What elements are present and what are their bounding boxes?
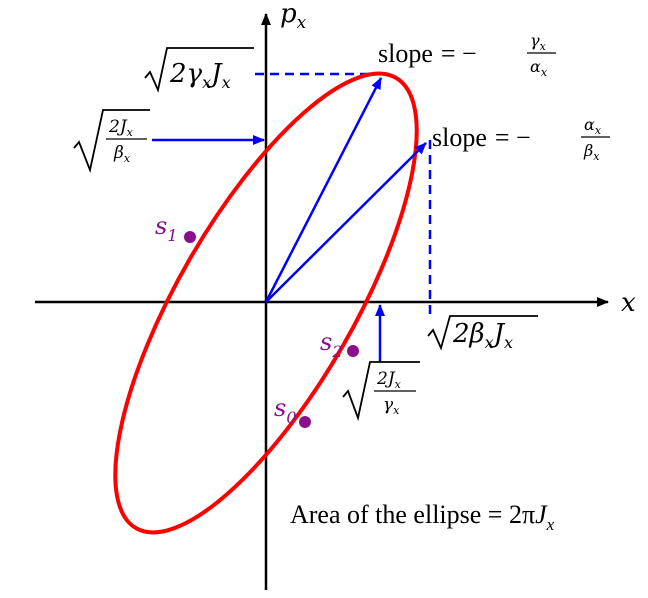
arrow-to-right — [265, 142, 427, 303]
svg-text:2βxJx: 2βxJx — [452, 319, 513, 352]
svg-text:βx: βx — [583, 141, 600, 163]
slope-alpha-beta-label: slope= − αx βx — [432, 115, 610, 163]
svg-text:αx: αx — [530, 57, 548, 79]
svg-text:slope= −: slope= − — [432, 123, 531, 152]
gamma-fraction-sqrt-label: 2Jx γx — [342, 361, 420, 422]
point-s1 — [184, 231, 196, 243]
gamma-sqrt-label: 2γxJx — [144, 47, 254, 93]
svg-text:γx: γx — [530, 31, 547, 53]
point-s0 — [299, 416, 311, 428]
svg-text:2Jx: 2Jx — [108, 117, 134, 139]
svg-text:slope= −: slope= − — [378, 39, 477, 68]
svg-text:αx: αx — [584, 115, 602, 137]
point-label-s1: s1 — [155, 212, 178, 245]
svg-text:γx: γx — [383, 395, 400, 417]
svg-text:2γxJx: 2γxJx — [169, 59, 231, 92]
area-caption: Area of the ellipse = 2πJx — [290, 500, 555, 534]
y-axis-label: px — [280, 0, 307, 33]
svg-text:2Jx: 2Jx — [376, 369, 402, 391]
x-axis-label: x — [621, 288, 636, 318]
point-label-s0: s0 — [274, 394, 297, 427]
beta-fraction-sqrt-label: 2Jx βx — [73, 109, 150, 174]
arrow-to-top — [264, 77, 383, 303]
point-label-s2: s2 — [320, 328, 343, 361]
slope-gamma-alpha-label: slope= − γx αx — [378, 31, 556, 79]
point-s2 — [347, 345, 359, 357]
phase-ellipse — [113, 71, 419, 535]
svg-text:βx: βx — [113, 143, 131, 165]
beta-sqrt-label: 2βxJx — [427, 315, 538, 352]
